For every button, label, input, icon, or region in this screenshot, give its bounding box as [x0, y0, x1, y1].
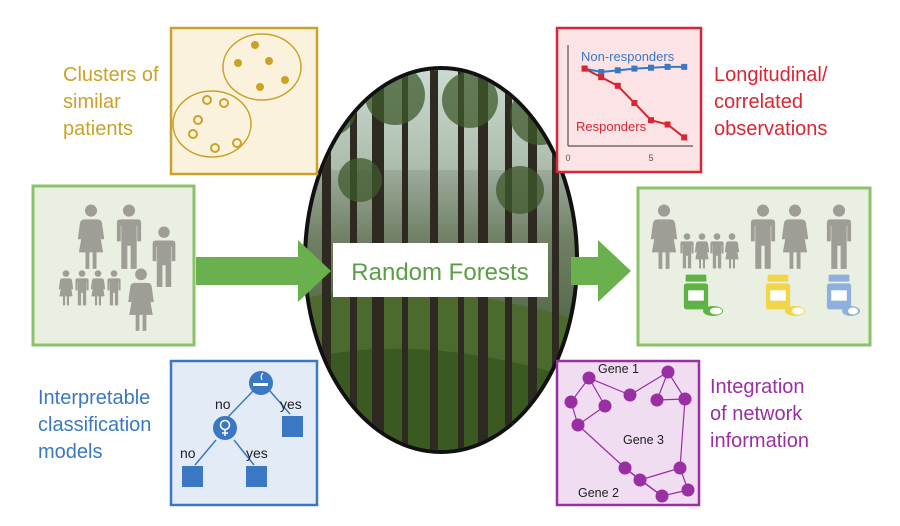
responders-point-1 — [581, 65, 588, 72]
responders-point-5 — [648, 117, 654, 124]
x-tick-0: 0 — [565, 153, 570, 163]
responders-legend: Responders — [576, 119, 647, 134]
nonresponders-legend: Non-responders — [581, 49, 675, 64]
output-arrow — [571, 240, 631, 302]
gene3-label: Gene 3 — [623, 433, 664, 447]
blue-pill-bottle-icon — [826, 274, 860, 316]
interpretable-label-line-2: classification — [38, 414, 152, 436]
clusters-label-line-1: Clusters of — [63, 64, 159, 86]
cluster-circle-filled — [222, 33, 302, 101]
network-label-line-3: information — [710, 430, 809, 452]
longitudinal-label: Longitudinal/ correlated observations — [714, 62, 827, 143]
longitudinal-label-line-3: observations — [714, 118, 828, 140]
clusters-label: Clusters of similar patients — [63, 62, 159, 143]
nonresponders-point-2 — [598, 69, 605, 76]
chart-series — [581, 63, 688, 141]
tree-no-bottom: no — [180, 445, 196, 461]
patients-box — [31, 184, 196, 347]
decision-tree-box: no yes no yes — [169, 359, 319, 507]
gene1-label: Gene 1 — [598, 362, 639, 376]
interpretable-label-line-3: models — [38, 441, 103, 463]
nonresponders-point-7 — [681, 63, 688, 70]
chart-axes — [567, 45, 693, 147]
network-label-line-1: Integration — [710, 376, 805, 398]
network-nodes — [564, 365, 695, 503]
clusters-label-line-2: similar — [63, 91, 121, 113]
interpretable-label-line-1: Interpretable — [38, 387, 151, 409]
responders-point-7 — [681, 134, 688, 141]
x-tick-5: 5 — [648, 153, 653, 163]
network-box: Gene 1 Gene 3 Gene 2 — [555, 359, 701, 507]
leaf-node-3 — [246, 466, 267, 487]
longitudinal-box: 0 5 Non-responders Responders — [555, 26, 703, 174]
responders-point-6 — [664, 121, 671, 128]
female-node-icon — [213, 416, 237, 440]
nonresponders-point-4 — [631, 65, 638, 72]
gene2-label: Gene 2 — [578, 486, 619, 500]
treatments-box — [636, 186, 872, 347]
hollow-patient-dots — [188, 95, 242, 153]
interpretable-label: Interpretable classification models — [38, 385, 151, 466]
tree-yes-bottom: yes — [246, 445, 268, 461]
responders-point-4 — [631, 100, 638, 106]
leaf-node-1 — [282, 416, 303, 437]
clusters-box — [169, 26, 319, 176]
longitudinal-label-line-2: correlated — [714, 91, 803, 113]
smoking-node-icon — [249, 371, 273, 395]
input-arrow — [196, 240, 331, 302]
nonresponders-point-3 — [614, 67, 621, 74]
random-forests-title: Random Forests — [351, 259, 528, 286]
cluster-circle-hollow — [172, 90, 252, 158]
tree-yes-top: yes — [280, 396, 302, 412]
nonresponders-point-5 — [648, 64, 654, 71]
filled-patient-dots — [234, 41, 289, 91]
responders-point-2 — [598, 74, 605, 81]
responders-point-3 — [614, 82, 621, 89]
yellow-pill-bottle-icon — [765, 274, 805, 316]
random-forests-title-box: Random Forests — [333, 243, 548, 297]
longitudinal-label-line-1: Longitudinal/ — [714, 64, 828, 86]
green-pill-bottle-icon — [683, 274, 723, 316]
network-label: Integration of network information — [710, 374, 809, 455]
network-label-line-2: of network — [710, 403, 803, 425]
leaf-node-2 — [182, 466, 203, 487]
clusters-label-line-3: patients — [63, 118, 134, 140]
nonresponders-point-6 — [664, 63, 671, 70]
tree-no-top: no — [215, 396, 231, 412]
